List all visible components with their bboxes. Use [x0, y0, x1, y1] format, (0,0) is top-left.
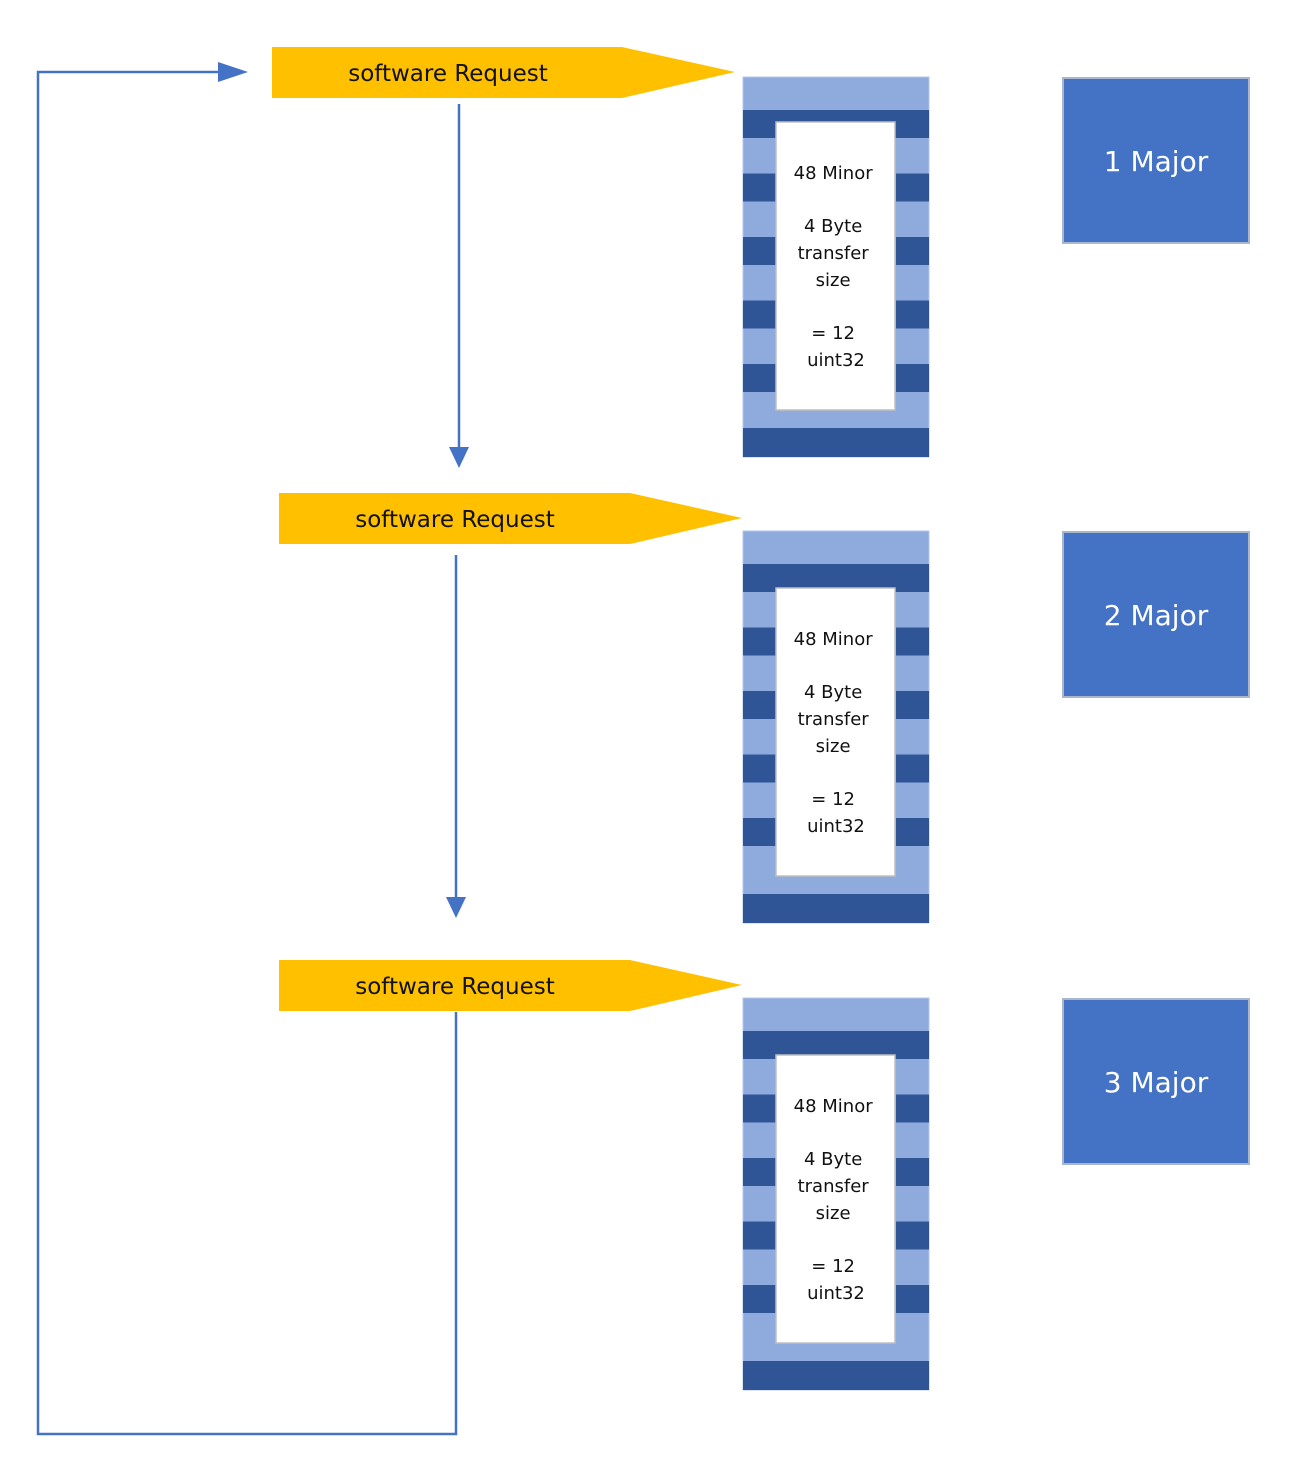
- major-box-shape: [1062, 998, 1250, 1165]
- buffer-line-minor: 48 Minor: [794, 1096, 874, 1117]
- buffer-bottom-band: [743, 1361, 929, 1390]
- buffer-stripe-left: [743, 237, 776, 265]
- buffer-text: 48 Minor 4 Byte transfer size = 12 uint3…: [794, 1096, 879, 1304]
- arrowhead-down-1: [449, 447, 469, 468]
- buffer-stripe-left: [743, 300, 776, 329]
- buffer-line-equals: = 12: [811, 323, 855, 344]
- buffer-stripe-left: [743, 1094, 776, 1123]
- buffer-stripe-left: [743, 1158, 776, 1186]
- arrowhead-right-loop: [218, 62, 248, 82]
- buffer-block-3: 48 Minor 4 Byte transfer size = 12 uint3…: [742, 997, 930, 1391]
- buffer-line-transfer: transfer: [798, 243, 870, 264]
- buffer-stripe-left: [743, 754, 776, 783]
- request-arrow-2: software Request: [279, 493, 742, 544]
- buffer-stripe-left: [743, 691, 776, 719]
- buffer-stripe-right: [896, 237, 929, 265]
- buffer-text: 48 Minor 4 Byte transfer size = 12 uint3…: [794, 629, 879, 837]
- buffer-line-minor: 48 Minor: [794, 163, 874, 184]
- buffer-stripe-right: [896, 754, 929, 783]
- major-box-shape: [1062, 77, 1250, 244]
- buffer-stripe-right: [896, 691, 929, 719]
- buffer-stripe-right: [896, 1094, 929, 1123]
- request-arrow-shape: [279, 960, 742, 1011]
- buffer-inner-panel: [775, 121, 896, 411]
- buffer-stripe-left: [743, 818, 776, 846]
- buffer-block-2: 48 Minor 4 Byte transfer size = 12 uint3…: [742, 530, 930, 924]
- buffer-stripe-right: [896, 300, 929, 329]
- buffer-stripe-right: [896, 1285, 929, 1313]
- buffer-bottom-band: [743, 894, 929, 923]
- buffer-line-uint: uint32: [807, 1283, 865, 1304]
- buffer-line-size: size: [816, 1203, 851, 1224]
- buffer-line-uint: uint32: [807, 350, 865, 371]
- request-arrow-1: software Request: [272, 47, 735, 98]
- arrowhead-down-2: [446, 897, 466, 918]
- buffer-stripe-right: [896, 818, 929, 846]
- buffer-stripe-left: [743, 1285, 776, 1313]
- major-box-2: 2 Major: [1062, 531, 1250, 698]
- buffer-stripe-right: [896, 173, 929, 202]
- request-label: software Request: [355, 974, 555, 1000]
- buffer-line-byte: 4 Byte: [804, 1149, 862, 1170]
- buffer-line-equals: = 12: [811, 789, 855, 810]
- buffer-line-byte: 4 Byte: [804, 682, 862, 703]
- buffer-stripe-left: [743, 627, 776, 656]
- buffer-stripe-right: [896, 1158, 929, 1186]
- buffer-block-1: 48 Minor 4 Byte transfer size = 12 uint3…: [742, 76, 930, 458]
- buffer-stripe-left: [743, 1221, 776, 1250]
- request-label: software Request: [348, 61, 548, 87]
- buffer-stripe-left: [743, 173, 776, 202]
- buffer-inner-panel: [775, 587, 896, 877]
- buffer-line-uint: uint32: [807, 816, 865, 837]
- buffer-stripe-right: [896, 1221, 929, 1250]
- buffer-stripe-right: [896, 364, 929, 392]
- major-label: 1 Major: [1104, 145, 1209, 178]
- request-arrow-3: software Request: [279, 960, 742, 1011]
- buffer-line-transfer: transfer: [798, 1176, 870, 1197]
- buffer-line-size: size: [816, 736, 851, 757]
- major-box-shape: [1062, 531, 1250, 698]
- request-label: software Request: [355, 507, 555, 533]
- buffer-inner-panel: [775, 1054, 896, 1344]
- buffer-stripe-right: [896, 627, 929, 656]
- request-arrow-shape: [279, 493, 742, 544]
- buffer-line-byte: 4 Byte: [804, 216, 862, 237]
- buffer-line-size: size: [816, 270, 851, 291]
- major-label: 2 Major: [1104, 599, 1209, 632]
- major-label: 3 Major: [1104, 1066, 1209, 1099]
- loopback-connector: [36, 70, 458, 1436]
- buffer-line-minor: 48 Minor: [794, 629, 874, 650]
- buffer-line-equals: = 12: [811, 1256, 855, 1277]
- request-arrow-shape: [272, 47, 735, 98]
- major-box-1: 1 Major: [1062, 77, 1250, 244]
- major-box-3: 3 Major: [1062, 998, 1250, 1165]
- buffer-bottom-band: [743, 428, 929, 457]
- buffer-text: 48 Minor 4 Byte transfer size = 12 uint3…: [794, 163, 879, 371]
- buffer-line-transfer: transfer: [798, 709, 870, 730]
- buffer-stripe-left: [743, 364, 776, 392]
- connector-lines: [36, 62, 469, 1436]
